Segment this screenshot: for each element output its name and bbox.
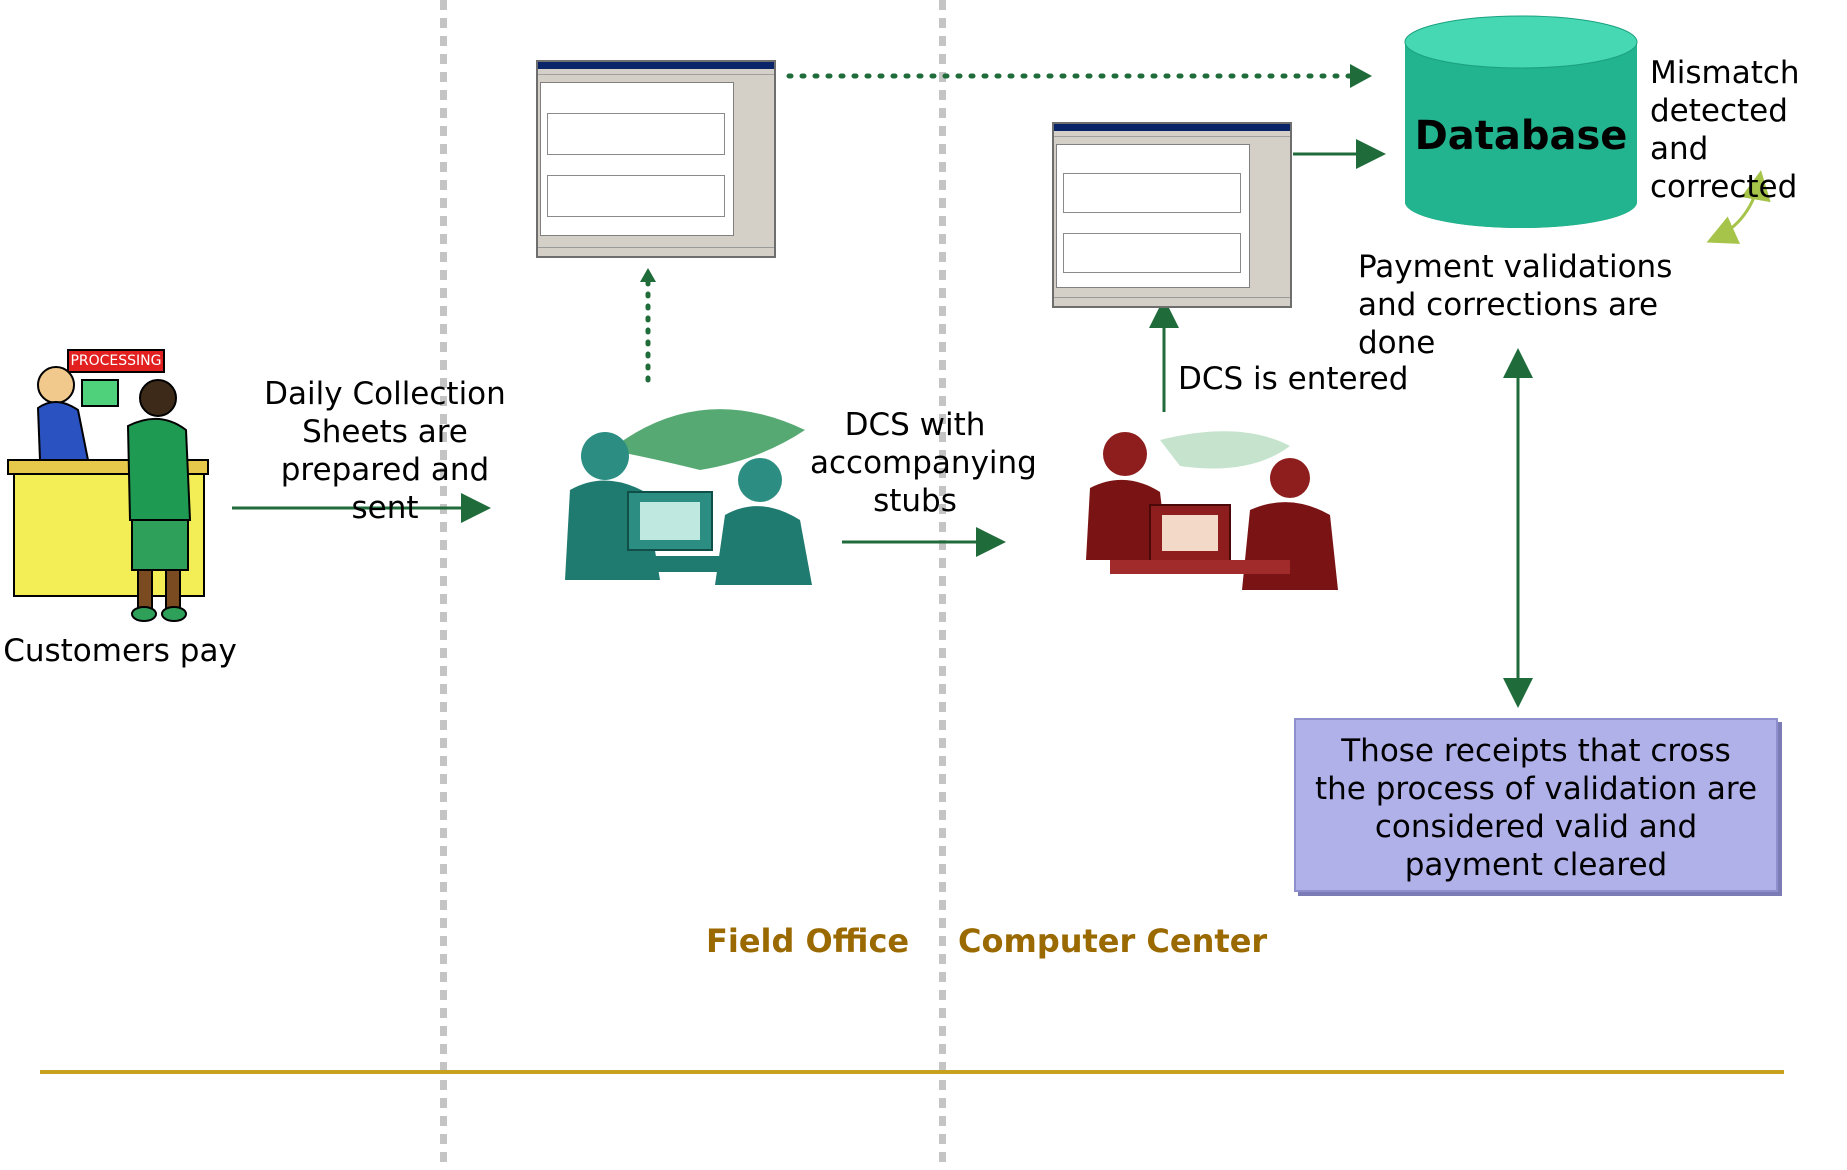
valid-receipts-callout: Those receipts that cross the process of… [1294,718,1778,892]
dcs-entered-label: DCS is entered [1178,361,1409,397]
separator-left [440,0,447,1170]
arrow-mismatch [1706,170,1771,244]
valid-receipts-text: Those receipts that cross the process of… [1314,733,1758,883]
processing-sign-label: PROCESSING [70,353,162,369]
customers-pay-label: Customers pay [3,633,237,669]
app-window-field [536,60,776,258]
arrow-dotted-to-db-head [1350,64,1372,88]
zone-computer-center: Computer Center [958,922,1268,960]
mismatch-label: Mismatch detected and corrected [1650,55,1800,205]
dcs-prepared-label: Daily Collection Sheets are prepared and… [264,376,506,526]
customer-counter-clipart [7,349,209,622]
payment-validations-label: Payment validations and corrections are … [1358,249,1673,361]
dcs-with-stubs-label: DCS with accompanying stubs [810,407,1037,519]
computer-center-workers-clipart [1086,431,1338,590]
field-office-workers-clipart [565,409,812,585]
zone-field-office: Field Office [706,922,910,960]
app-window-computer [1052,122,1292,308]
database-cylinder [1404,15,1638,228]
separator-right [939,0,946,1170]
arrow-dotted-up-head [640,268,656,282]
database-label: Database [1414,113,1628,159]
bottom-rule [40,1070,1784,1074]
